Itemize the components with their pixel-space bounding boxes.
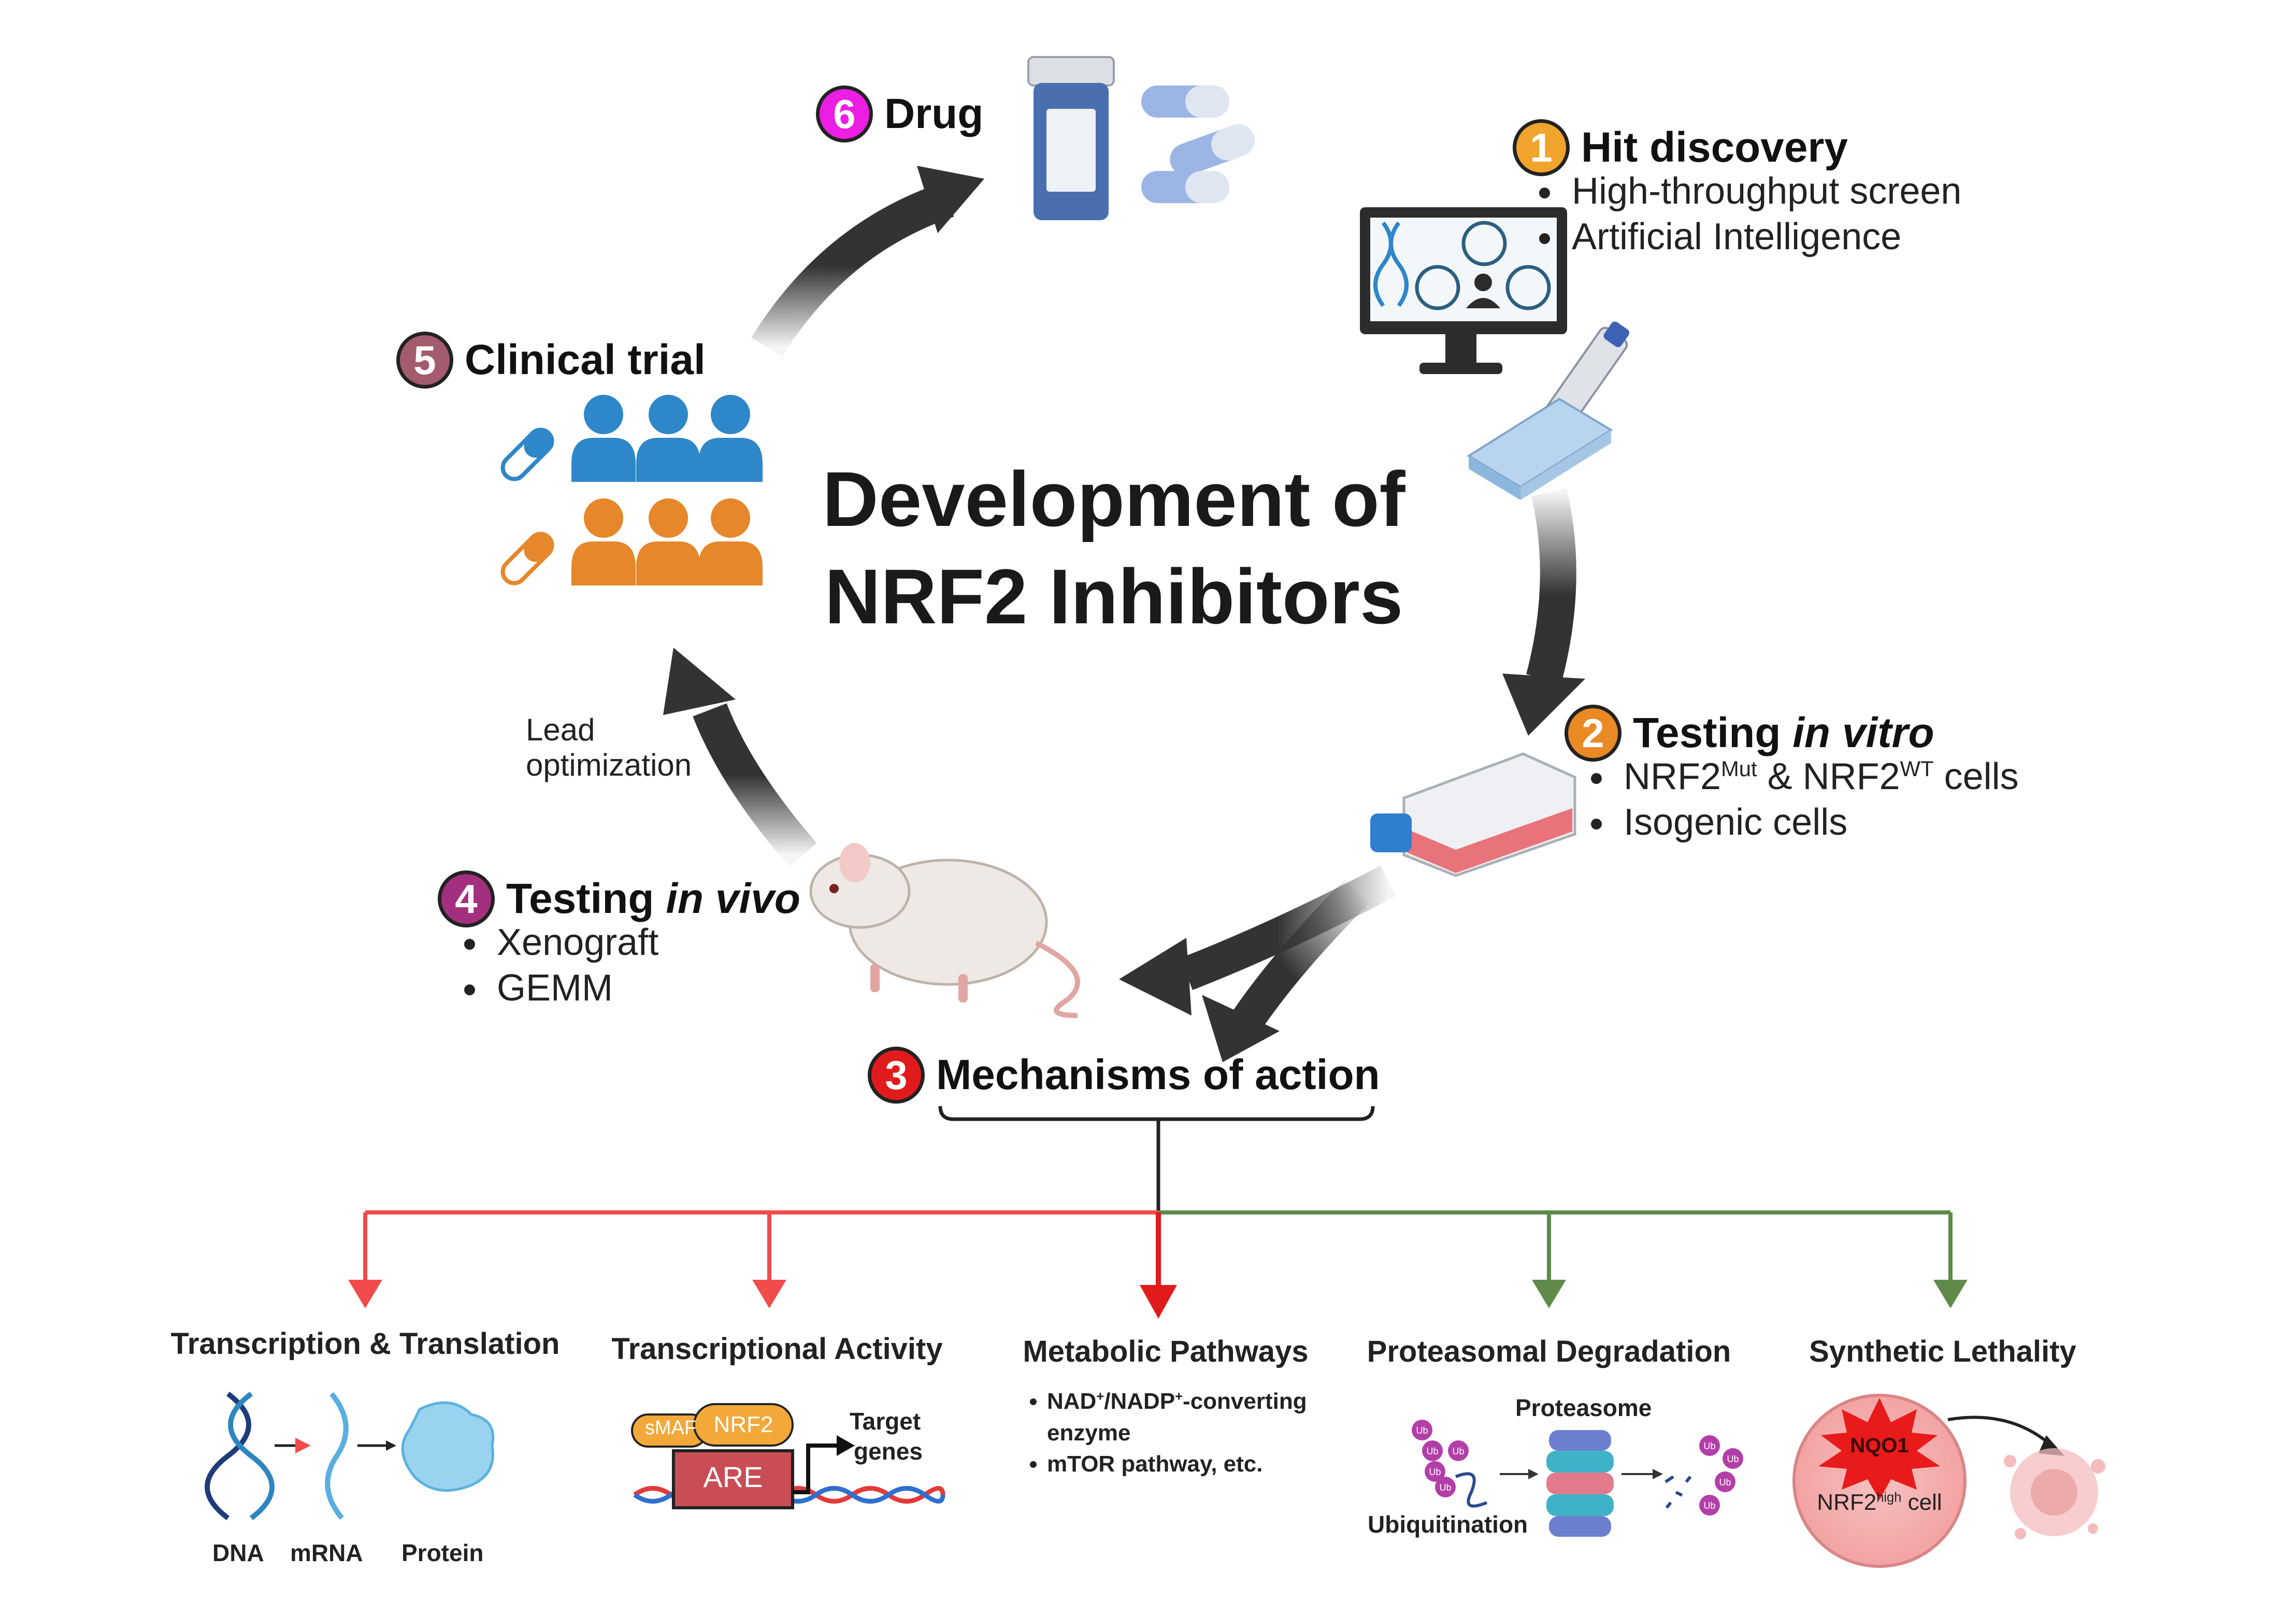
- step-5-clinical-trial: 5 Clinical trial: [396, 332, 706, 389]
- trial-participant-icons: [571, 395, 763, 585]
- smaf-label: sMAF: [644, 1417, 697, 1439]
- step-2-testing-in-vitro: 2 Testing in vitro NRF2Mut & NRF2WT cell…: [1565, 705, 2019, 846]
- proteasome-stack: [1546, 1430, 1614, 1537]
- mrna-label: mRNA: [290, 1539, 363, 1566]
- ubiquitin-bead: Ub: [1448, 1440, 1469, 1461]
- proteasome-label: Proteasome: [1515, 1394, 1652, 1421]
- synthetic-lethality-illustration: [1792, 1394, 2105, 1568]
- step-2-label: Testing in vitro: [1633, 709, 1934, 756]
- ubiquitin-label: Ub: [1426, 1446, 1438, 1456]
- title-line-1: Development of: [822, 455, 1405, 542]
- ubiquitin-bead: Ub: [1715, 1471, 1735, 1492]
- central-dogma-illustration: [205, 1392, 495, 1520]
- ubiquitin-bead: Ub: [1425, 1461, 1445, 1482]
- mechanism-1-title: Transcription & Translation: [170, 1327, 560, 1361]
- clinical-trial-illustration: [500, 427, 554, 585]
- step-4-bullet: GEMM: [490, 966, 800, 1011]
- step-6-label: Drug: [884, 90, 984, 137]
- mechanism-2-title: Transcriptional Activity: [611, 1332, 943, 1366]
- step-4-bullet: Xenograft: [490, 920, 800, 966]
- step-1-hit-discovery: 1 Hit discovery High-throughput screen A…: [1513, 119, 1961, 260]
- ubiquitination-label: Ubiquitination: [1368, 1511, 1528, 1538]
- step-3-badge: 3: [868, 1047, 925, 1104]
- protein-label: Protein: [401, 1539, 484, 1566]
- ubiquitin-label: Ub: [1439, 1482, 1451, 1493]
- transcription-factor-illustration: [631, 1403, 945, 1509]
- ubiquitin-label: Ub: [1719, 1477, 1731, 1488]
- mechanism-5-title: Synthetic Lethality: [1809, 1335, 2076, 1368]
- ubiquitin-bead: Ub: [1723, 1448, 1743, 1469]
- person-icon: [571, 395, 636, 482]
- person-icon: [698, 498, 763, 585]
- person-icon: [636, 395, 700, 482]
- step-4-label-italic: in vivo: [666, 875, 800, 922]
- ubiquitin-label: Ub: [1703, 1441, 1715, 1451]
- ubiquitin-bead: Ub: [1435, 1477, 1456, 1497]
- step-2-label-italic: in vitro: [1792, 709, 1934, 756]
- mouse-illustration: [809, 843, 1080, 1018]
- nqo1-label: NQO1: [1850, 1434, 1909, 1457]
- target-genes-label: Target genes: [850, 1408, 923, 1465]
- are-label: ARE: [703, 1461, 763, 1493]
- ubiquitin-bead: Ub: [1422, 1440, 1443, 1461]
- metabolic-bullet-mtor: mTOR pathway, etc.: [1047, 1449, 1307, 1480]
- step-2-badge: 2: [1565, 705, 1621, 762]
- step-1-label: Hit discovery: [1581, 124, 1848, 171]
- step-1-bullet: Artificial Intelligence: [1565, 215, 1961, 260]
- lead-optimization-label: Lead optimization: [526, 712, 692, 782]
- person-icon: [636, 498, 700, 585]
- dna-label: DNA: [212, 1539, 264, 1566]
- step-2-bullet-cells: NRF2Mut & NRF2WT cells: [1616, 754, 2019, 800]
- ubiquitin-bead: Ub: [1699, 1435, 1720, 1456]
- step-1-bullets: High-throughput screen Artificial Intell…: [1513, 169, 1961, 260]
- drug-bottle-illustration: [1027, 56, 1255, 220]
- step-2-bullet-isogenic: Isogenic cells: [1616, 800, 2019, 846]
- title-line-2: NRF2 Inhibitors: [824, 552, 1403, 640]
- step-4-testing-in-vivo: 4 Testing in vivo Xenograft GEMM: [438, 870, 800, 1011]
- step-6-drug: 6 Drug: [816, 85, 983, 142]
- step-1-badge: 1: [1513, 119, 1570, 176]
- cell-culture-flask-illustration: [1370, 752, 1576, 877]
- mechanism-4-title: Proteasomal Degradation: [1367, 1335, 1731, 1368]
- step-4-label: Testing in vivo: [506, 875, 800, 922]
- person-icon: [571, 498, 636, 585]
- step-1-bullet: High-throughput screen: [1565, 169, 1961, 215]
- step-6-badge: 6: [816, 85, 873, 142]
- nrf2-high-cell-label: NRF2high cell: [1817, 1490, 1942, 1515]
- nrf2-label: NRF2: [713, 1412, 773, 1437]
- mechanism-3-title: Metabolic Pathways: [1023, 1335, 1309, 1368]
- ubiquitin-label: Ub: [1429, 1467, 1441, 1477]
- cycle-arrows: [663, 166, 1585, 1062]
- step-4-badge: 4: [438, 870, 495, 927]
- ubiquitin-bead: Ub: [1412, 1420, 1432, 1440]
- person-icon: [698, 395, 763, 482]
- step-5-badge: 5: [396, 332, 453, 389]
- ubiquitin-bead: Ub: [1699, 1495, 1720, 1516]
- step-5-label: Clinical trial: [465, 336, 706, 383]
- step-2-bullets: NRF2Mut & NRF2WT cells Isogenic cells: [1565, 754, 2019, 846]
- ubiquitin-label: Ub: [1452, 1446, 1464, 1456]
- screening-monitor-illustration: [1360, 207, 1567, 374]
- diagram-title: Development of NRF2 Inhibitors: [808, 451, 1419, 645]
- mechanism-tree: [348, 1106, 1968, 1319]
- step-3-label: Mechanisms of action: [936, 1051, 1380, 1098]
- step-4-bullets: Xenograft GEMM: [438, 920, 800, 1011]
- step-3-mechanisms-of-action: 3 Mechanisms of action: [868, 1047, 1380, 1104]
- pipette-plate-illustration: [1467, 321, 1630, 500]
- ubiquitin-label: Ub: [1727, 1454, 1739, 1464]
- ubiquitin-label: Ub: [1703, 1500, 1715, 1511]
- ubiquitin-label: Ub: [1416, 1425, 1428, 1436]
